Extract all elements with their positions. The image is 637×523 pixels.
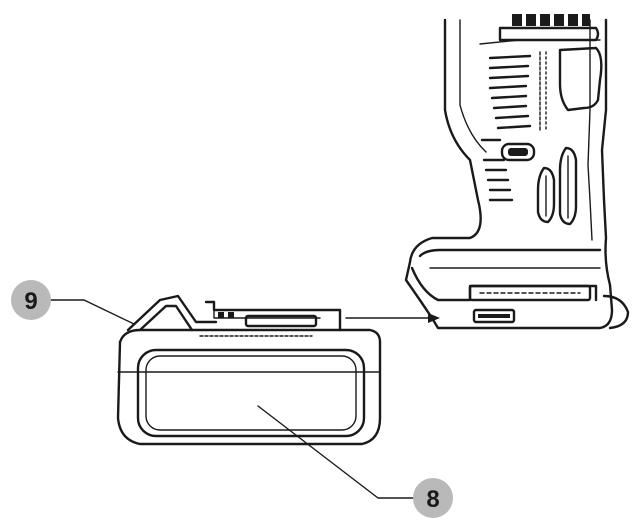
tool-direction-switch [500, 142, 536, 162]
tool-battery-slot [468, 284, 592, 302]
callout-9-circle [11, 280, 51, 320]
callout-9: 9 [11, 280, 135, 325]
callout-8-label: 8 [426, 486, 439, 513]
tool-vents [536, 146, 578, 226]
callout-8-circle [413, 478, 453, 518]
battery-pack [116, 294, 382, 446]
callout-8: 8 [257, 405, 453, 518]
callout-9-label: 9 [24, 288, 37, 315]
tool-side-marking [539, 51, 547, 133]
tool-foot-label [472, 308, 516, 324]
insertion-arrow [345, 313, 440, 323]
tool-brand-block [512, 14, 590, 26]
tool-body [404, 14, 630, 330]
battery-terminal [218, 312, 318, 328]
tool-grip-ribs [480, 54, 532, 202]
